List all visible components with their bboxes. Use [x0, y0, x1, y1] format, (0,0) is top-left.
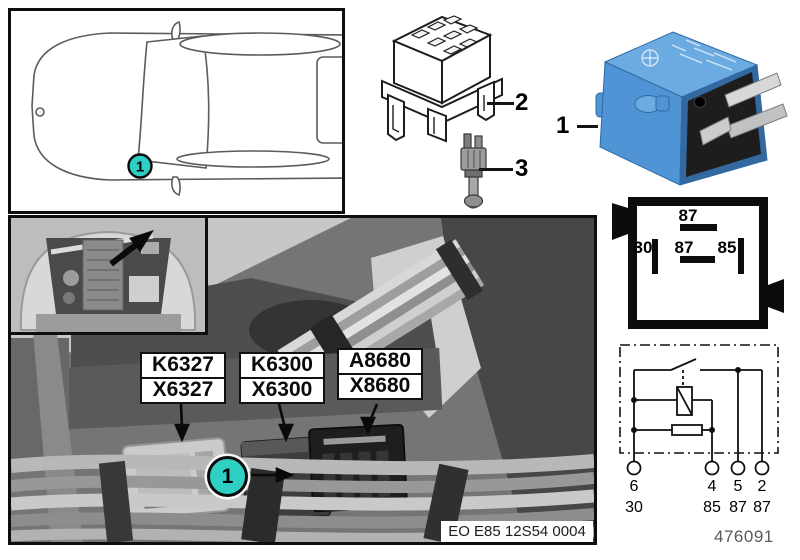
callout-label-relay: 1 — [556, 112, 570, 139]
switch-blade — [670, 358, 697, 371]
pin-terminal-drawing — [460, 133, 487, 209]
pin-blade-30 — [652, 239, 658, 274]
relay-top-markings — [641, 39, 737, 71]
relay-clip — [634, 95, 670, 113]
socket-code: X6300 — [239, 376, 325, 404]
document-number: 476091 — [714, 527, 774, 546]
relay-socket-drawing — [381, 15, 503, 143]
terminal-pin-number: 4 — [708, 478, 717, 495]
pin-blade-87-top — [680, 224, 717, 231]
car-cockpit-rear — [176, 150, 330, 168]
schematic-terminal-circles — [626, 460, 770, 476]
socket-leg-left — [387, 93, 405, 142]
terminal-circuit-number: 87 — [729, 499, 747, 516]
schematic-wiring — [633, 358, 763, 462]
relay-pin-hole — [694, 96, 706, 108]
relay-circuit-schematic: 6 4 5 2 30 85 87 87 — [619, 344, 779, 516]
terminal-pin-number: 2 — [758, 478, 767, 495]
pin-label-85: 85 — [718, 238, 737, 257]
wiring-harness — [277, 239, 485, 397]
callout-label-terminal: 3 — [515, 155, 529, 182]
car-hood-emblem — [35, 107, 45, 117]
pin-blade-85 — [738, 238, 744, 274]
relay-photo — [595, 31, 788, 186]
terminal-pin-number: 5 — [734, 478, 743, 495]
car-mirror-left — [171, 20, 181, 41]
socket-code: X6327 — [140, 376, 226, 404]
terminal-circuit-number: 30 — [625, 499, 643, 516]
socket-leg-center — [427, 107, 447, 143]
pin-label-87-center: 87 — [675, 238, 694, 257]
photo-callout-number: 1 — [221, 464, 234, 488]
component-label-K6300: K6300 X6300 — [239, 352, 325, 404]
photo-callout-circle: 1 — [207, 456, 248, 497]
pin-label-30: 30 — [634, 238, 653, 257]
car-callout: 1 — [127, 153, 153, 179]
car-mirror-right — [171, 176, 181, 197]
relay-pin-diagram: 87 30 87 85 — [612, 197, 784, 329]
terminal-circuit-number: 85 — [703, 499, 721, 516]
leader-line-relay — [577, 125, 598, 128]
relay-code: A8680 — [337, 348, 423, 375]
car-top-view-drawing: 1 — [31, 20, 348, 197]
engine-inset-drawing — [11, 218, 205, 332]
car-location-panel: 1 — [8, 8, 348, 214]
relay-code: K6300 — [239, 352, 325, 379]
car-boot-lid — [316, 56, 348, 144]
resistor-symbol — [671, 424, 703, 436]
car-windshield — [137, 35, 210, 169]
pin-diagram-tab-right — [768, 279, 784, 313]
component-label-K6327: K6327 X6327 — [140, 352, 226, 404]
car-cockpit-front — [179, 32, 341, 56]
pin-label-87-top: 87 — [679, 206, 698, 225]
inset-pointer-arrow — [109, 230, 154, 267]
leader-line-terminal — [479, 168, 513, 171]
terminal-collar — [464, 169, 483, 178]
terminal-stem — [468, 176, 479, 198]
relay-pins — [699, 72, 788, 146]
pin-blade-87-center — [680, 256, 715, 263]
pin-diagram-tab-left — [612, 203, 628, 240]
location-photo-panel: K6327 X6327 K6300 X6300 A8680 X8680 1 EO… — [8, 215, 597, 545]
terminal-pin-number: 6 — [630, 478, 639, 495]
schematic-housing-border — [619, 344, 779, 454]
schematic-junctions — [631, 367, 741, 433]
photo-watermark: EO E85 12S54 0004 — [441, 521, 593, 542]
terminal-circuit-number: 87 — [753, 499, 771, 516]
terminal-tip — [463, 194, 484, 208]
component-label-A8680: A8680 X8680 — [337, 348, 423, 400]
callout-label-socket: 2 — [515, 89, 529, 116]
car-callout-circle — [127, 153, 153, 179]
leader-line-socket — [487, 102, 514, 105]
socket-leg-right — [477, 80, 495, 122]
car-callout-number: 1 — [136, 159, 144, 176]
engine-bay-inset-photo — [11, 218, 208, 335]
socket-right-face — [441, 33, 491, 105]
relay-code: K6327 — [140, 352, 226, 379]
socket-code: X8680 — [337, 372, 423, 400]
